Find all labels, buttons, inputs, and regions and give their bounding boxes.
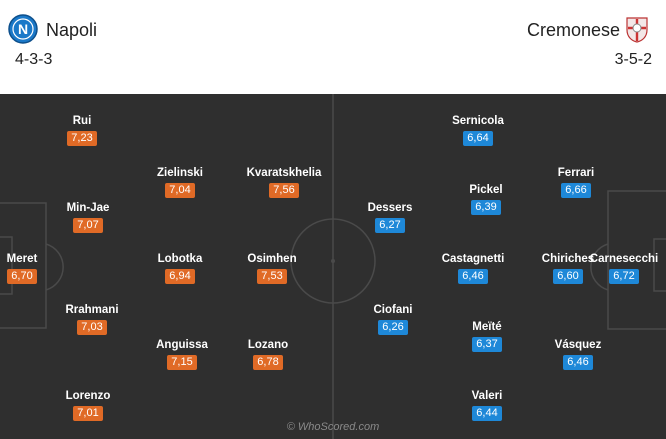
pitch: Rui 7,23 Zielinski 7,04 Kvaratskhelia 7,… xyxy=(0,94,666,439)
player-name: Chiriches xyxy=(541,253,595,265)
player-name: Carnesecchi xyxy=(589,253,659,265)
player-rating: 6,94 xyxy=(165,269,195,284)
player-rating: 6,64 xyxy=(463,131,493,146)
home-formation: 4-3-3 xyxy=(15,51,53,68)
player-anguissa[interactable]: Anguissa 7,15 xyxy=(142,338,222,370)
player-rating: 6,44 xyxy=(472,406,502,421)
player-ferrari[interactable]: Ferrari 6,66 xyxy=(536,166,616,198)
away-formation: 3-5-2 xyxy=(614,51,652,68)
player-carnesecchi[interactable]: Carnesecchi 6,72 xyxy=(584,252,664,284)
player-name: Ciofani xyxy=(373,304,413,316)
player-name: Rrahmani xyxy=(65,304,119,316)
player-meret[interactable]: Meret 6,70 xyxy=(0,252,62,284)
player-rating: 7,23 xyxy=(67,131,97,146)
player-castagnetti[interactable]: Castagnetti 6,46 xyxy=(433,252,513,284)
player-lobotka[interactable]: Lobotka 6,94 xyxy=(140,252,220,284)
player-pickel[interactable]: Pickel 6,39 xyxy=(446,183,526,215)
player-lozano[interactable]: Lozano 6,78 xyxy=(228,338,308,370)
player-name: Pickel xyxy=(469,184,503,196)
pitch-markings xyxy=(0,94,666,439)
player-ciofani[interactable]: Ciofani 6,26 xyxy=(353,303,433,335)
svg-text:N: N xyxy=(18,21,28,37)
player-name: Ferrari xyxy=(557,167,595,179)
player-rui[interactable]: Rui 7,23 xyxy=(42,114,122,146)
player-name: Sernicola xyxy=(452,115,504,127)
away-team-name[interactable]: Cremonese xyxy=(526,20,620,40)
home-team-name[interactable]: Napoli xyxy=(46,20,98,40)
player-name: Lorenzo xyxy=(65,390,111,402)
player-osimhen[interactable]: Osimhen 7,53 xyxy=(232,252,312,284)
player-name: Valeri xyxy=(471,390,503,402)
player-rating: 7,56 xyxy=(269,183,299,198)
player-rating: 6,37 xyxy=(472,337,502,352)
player-rating: 6,39 xyxy=(471,200,501,215)
player-rating: 6,46 xyxy=(458,269,488,284)
match-header: N Napoli 4-3-3 Cremonese 3-5-2 xyxy=(0,0,666,93)
player-rating: 6,27 xyxy=(375,218,405,233)
player-name: Lobotka xyxy=(157,253,203,265)
player-valeri[interactable]: Valeri 6,44 xyxy=(447,389,527,421)
player-name: Meret xyxy=(6,253,38,265)
player-rating: 6,78 xyxy=(253,355,283,370)
player-rating: 7,07 xyxy=(73,218,103,233)
napoli-crest-icon: N xyxy=(8,14,38,44)
player-meite[interactable]: Meïté 6,37 xyxy=(447,320,527,352)
watermark: © WhoScored.com xyxy=(286,421,380,433)
player-rating: 6,60 xyxy=(553,269,583,284)
player-rating: 7,04 xyxy=(165,183,195,198)
player-rrahmani[interactable]: Rrahmani 7,03 xyxy=(52,303,132,335)
player-zielinski[interactable]: Zielinski 7,04 xyxy=(140,166,220,198)
player-rating: 7,15 xyxy=(167,355,197,370)
player-rating: 7,53 xyxy=(257,269,287,284)
player-name: Castagnetti xyxy=(441,253,505,265)
player-sernicola[interactable]: Sernicola 6,64 xyxy=(438,114,518,146)
player-name: Dessers xyxy=(367,202,413,214)
player-name: Kvaratskhelia xyxy=(246,167,322,179)
player-name: Min-Jae xyxy=(66,202,110,214)
player-rating: 6,26 xyxy=(378,320,408,335)
player-name: Zielinski xyxy=(156,167,204,179)
player-name: Meïté xyxy=(472,321,502,333)
player-rating: 7,03 xyxy=(77,320,107,335)
player-rating: 6,72 xyxy=(609,269,639,284)
player-name: Rui xyxy=(72,115,92,127)
player-name: Vásquez xyxy=(554,339,602,351)
player-name: Lozano xyxy=(247,339,289,351)
player-lorenzo[interactable]: Lorenzo 7,01 xyxy=(48,389,128,421)
player-rating: 7,01 xyxy=(73,406,103,421)
player-rating: 6,46 xyxy=(563,355,593,370)
player-name: Osimhen xyxy=(247,253,297,265)
player-rating: 6,70 xyxy=(7,269,37,284)
player-dessers[interactable]: Dessers 6,27 xyxy=(350,201,430,233)
player-min-jae[interactable]: Min-Jae 7,07 xyxy=(48,201,128,233)
player-vasquez[interactable]: Vásquez 6,46 xyxy=(538,338,618,370)
player-kvaratskhelia[interactable]: Kvaratskhelia 7,56 xyxy=(244,166,324,198)
player-name: Anguissa xyxy=(156,339,208,351)
cremonese-crest-icon xyxy=(626,17,648,43)
player-rating: 6,66 xyxy=(561,183,591,198)
player-chiriches[interactable]: Chiriches 6,60 xyxy=(528,252,608,284)
